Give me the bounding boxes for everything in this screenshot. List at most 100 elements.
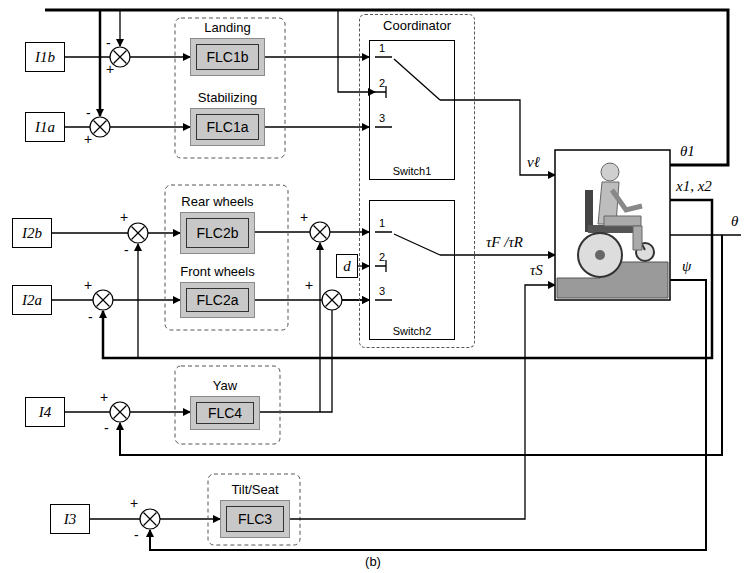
input-name: I4 <box>39 404 52 421</box>
line-art <box>103 200 712 358</box>
group-title: Switch2 <box>370 325 454 337</box>
line-art <box>90 117 110 137</box>
signal-connector <box>260 300 369 412</box>
controller-heading: Tilt/Seat <box>231 482 278 497</box>
sign-symbol: - <box>124 243 129 258</box>
line-art <box>314 226 327 239</box>
signal-name: τF /τR <box>486 234 523 251</box>
port-number: 1 <box>379 42 385 54</box>
controller-heading: Front wheels <box>180 264 254 279</box>
line-art <box>175 366 280 444</box>
sign-symbol: + <box>305 278 313 293</box>
port-number: 3 <box>379 112 385 124</box>
line-art <box>110 402 130 422</box>
port-number: 2 <box>379 251 385 263</box>
fuzzy-controller-box: Front wheelsFLC2a <box>180 282 255 318</box>
line-art <box>670 234 741 235</box>
input-box: I2b <box>12 218 52 248</box>
sign-symbol: + <box>300 210 308 225</box>
sign-symbol: + <box>130 496 138 511</box>
line-art <box>140 509 160 529</box>
line-art <box>144 513 157 526</box>
line-art <box>394 234 440 255</box>
fuzzy-controller-box: Tilt/SeatFLC3 <box>220 500 290 538</box>
port-number: 2 <box>379 77 385 89</box>
controller-heading: Stabilizing <box>198 90 257 105</box>
line-art <box>375 232 392 300</box>
line-art <box>45 10 728 165</box>
group-title: Switch1 <box>370 165 454 177</box>
sign-symbol: + <box>84 132 92 147</box>
input-name: I1a <box>35 119 55 136</box>
line-art <box>326 294 339 307</box>
input-name: d <box>343 258 351 275</box>
line-art <box>114 51 127 64</box>
figure-caption: (b) <box>365 555 381 569</box>
line-art <box>120 235 722 455</box>
signal-connector <box>52 232 180 233</box>
line-art <box>578 233 622 277</box>
switch-contacts <box>375 57 440 300</box>
line-art <box>595 250 605 260</box>
input-box: I1a <box>25 112 65 142</box>
line-art <box>440 254 555 255</box>
group-title: Coordinator <box>360 18 474 33</box>
summing-junction <box>90 47 342 529</box>
line-art <box>310 222 330 242</box>
controller-heading: Yaw <box>213 378 237 393</box>
fuzzy-controller-box: Rear wheelsFLC2b <box>180 212 255 254</box>
sign-symbol: - <box>106 36 111 51</box>
line-art <box>150 280 706 550</box>
sign-symbol: + <box>106 62 114 77</box>
line-art <box>440 100 555 175</box>
feedback-wire <box>45 10 741 550</box>
sign-symbol: - <box>134 528 139 543</box>
line-art <box>137 244 138 358</box>
summing-cross <box>94 51 339 526</box>
input-name: I2a <box>22 292 42 309</box>
controller-inner-box: FLC1a <box>196 114 259 140</box>
signal-connector <box>265 126 369 127</box>
signal-name: θ1 <box>680 143 695 160</box>
signal-connector <box>265 56 369 57</box>
line-art <box>375 57 392 127</box>
controller-heading: Rear wheels <box>181 194 253 209</box>
sign-symbol: - <box>86 106 91 121</box>
controller-name: FLC4 <box>208 405 242 421</box>
controller-inner-box: FLC3 <box>226 506 284 532</box>
input-box: I4 <box>25 397 65 427</box>
line-art <box>128 223 148 243</box>
input-box: I1b <box>25 42 65 72</box>
input-name: I3 <box>64 511 77 528</box>
sign-symbol: + <box>84 278 92 293</box>
signal-name: x1, x2 <box>676 178 712 195</box>
line-art <box>601 163 619 181</box>
port-number: 3 <box>379 285 385 297</box>
line-art <box>175 18 285 158</box>
signal-name: vℓ <box>527 154 540 171</box>
line-art <box>208 474 300 545</box>
line-art <box>633 226 642 250</box>
line-art <box>97 294 110 307</box>
controller-name: FLC1b <box>206 49 248 65</box>
controller-name: FLC2b <box>196 225 238 241</box>
line-art <box>99 10 102 116</box>
controller-inner-box: FLC2b <box>186 218 249 248</box>
signal-connector <box>52 299 180 300</box>
line-art <box>319 243 320 412</box>
line-art <box>94 121 107 134</box>
line-art <box>555 150 670 300</box>
signal-name: θ <box>731 213 738 230</box>
controller-inner-box: FLC4 <box>196 402 254 424</box>
line-art <box>93 290 113 310</box>
line-art <box>114 406 127 419</box>
group-outline <box>165 18 300 545</box>
sign-symbol: + <box>100 390 108 405</box>
wheelchair-illustration <box>555 150 670 300</box>
sign-symbol: - <box>88 310 93 325</box>
fuzzy-controller-box: YawFLC4 <box>190 396 260 430</box>
controller-name: FLC3 <box>238 511 272 527</box>
line-art <box>612 190 642 210</box>
